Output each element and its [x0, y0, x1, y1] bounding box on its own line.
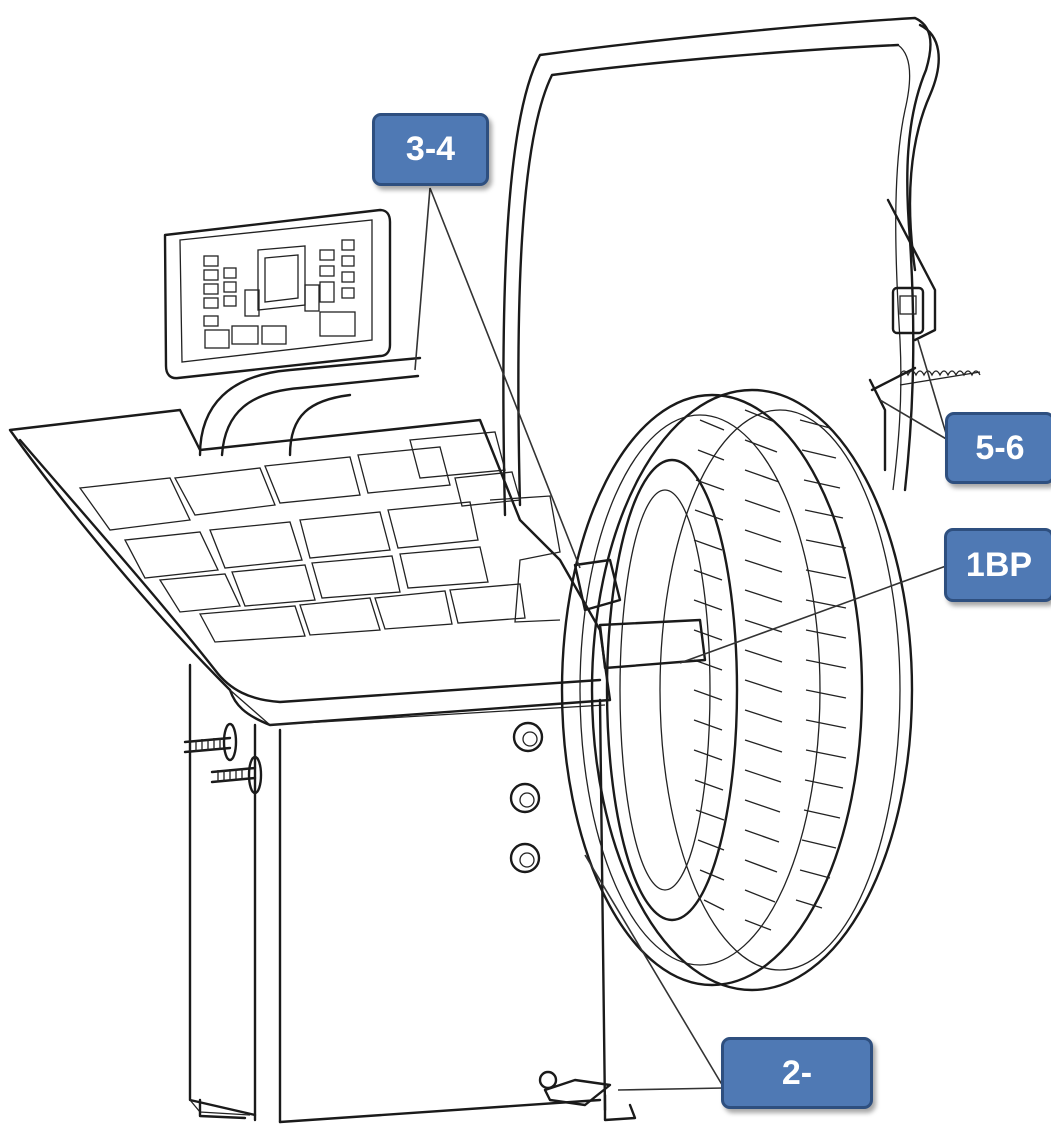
callout-3-4: 3-4 — [372, 113, 489, 186]
display-support — [198, 356, 422, 457]
leader-2-a — [584, 854, 725, 1089]
cabinet — [183, 663, 637, 1124]
leader-3-4-a — [414, 187, 431, 371]
leader-1bp — [679, 565, 947, 664]
guard-spring — [868, 286, 981, 472]
leader-5-6-a — [917, 339, 949, 441]
callout-5-6-label: 5-6 — [975, 428, 1025, 467]
callout-2: 2- — [721, 1037, 873, 1109]
wheel-guard — [502, 16, 940, 517]
leader-lines — [414, 187, 949, 1091]
callout-2-label: 2- — [781, 1053, 813, 1092]
callout-1bp: 1BP — [944, 528, 1051, 602]
callout-5-6: 5-6 — [945, 412, 1051, 484]
leader-2-b — [617, 1087, 725, 1091]
leader-3-4-b — [429, 187, 581, 569]
callout-3-4-label: 3-4 — [405, 130, 456, 168]
tire — [560, 388, 914, 992]
display-panel — [163, 208, 392, 380]
leader-5-6-b — [879, 399, 949, 441]
callout-1bp-label: 1BP — [965, 545, 1033, 584]
